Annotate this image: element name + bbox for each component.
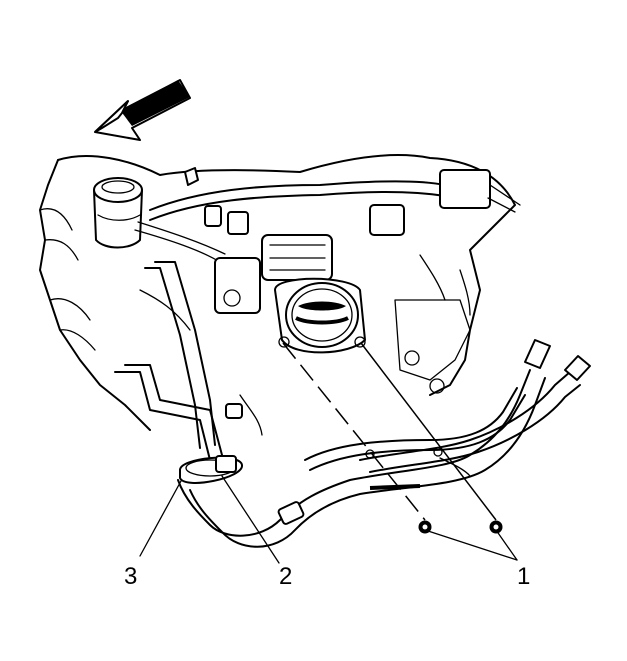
bolt-2 [489, 520, 503, 534]
leader-lines [139, 475, 518, 564]
engine-block [39, 154, 516, 431]
callout-2: 2 [279, 563, 292, 590]
heater-hoses [177, 339, 591, 548]
bolt-alignment-lines [282, 342, 497, 521]
callout-1: 1 [517, 563, 530, 590]
bracket-assembly [114, 261, 263, 461]
coolant-reservoir [93, 177, 143, 249]
bolt-1 [418, 520, 432, 534]
hose-clamp [179, 455, 243, 484]
throttle-body [214, 234, 366, 354]
upper-harness [134, 167, 521, 263]
direction-arrow-icon [94, 79, 191, 141]
callout-3: 3 [124, 563, 137, 590]
